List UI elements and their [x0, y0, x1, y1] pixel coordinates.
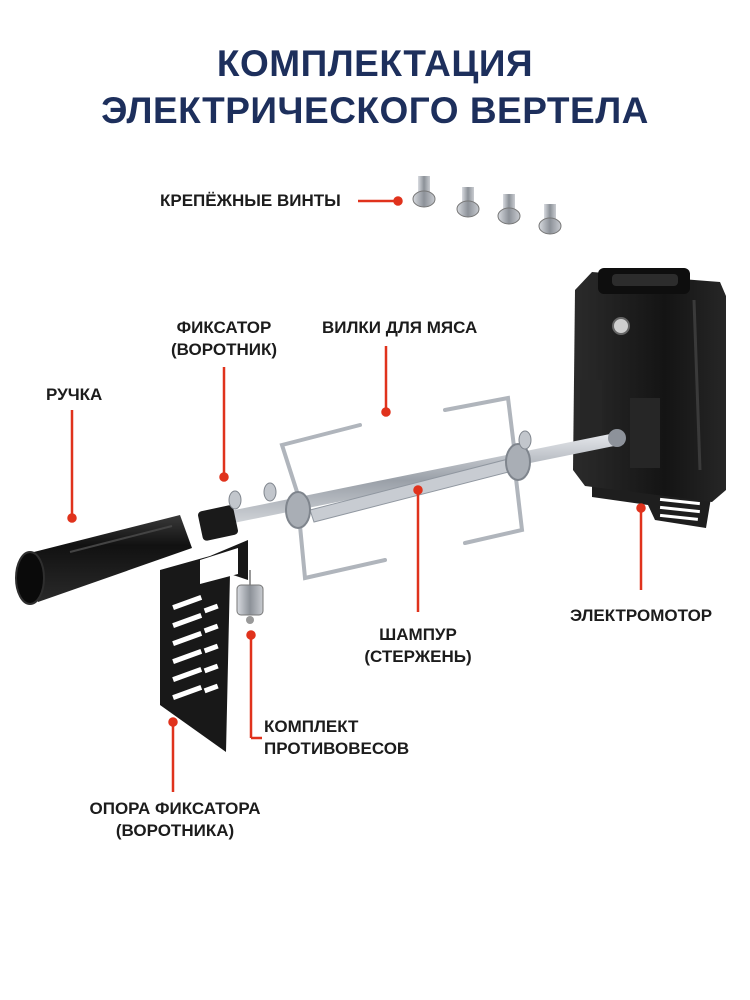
- meat-fork-left: [279, 423, 387, 581]
- label-collar-support-line-2: (ВОРОТНИКА): [115, 821, 235, 840]
- label-counterweights-line-1: КОМПЛЕКТ: [264, 717, 359, 736]
- electric-motor: [573, 268, 726, 502]
- screw-1: [412, 176, 436, 208]
- label-handle: РУЧКА: [46, 385, 103, 404]
- page-title-line-1: КОМПЛЕКТАЦИЯ: [216, 43, 534, 84]
- label-collar-support-line-1: ОПОРА ФИКСАТОРА: [89, 799, 261, 818]
- screw-4: [538, 204, 562, 235]
- label-clamp-line-1: ФИКСАТОР: [176, 318, 272, 337]
- wing-nut-left: [263, 482, 277, 502]
- label-clamp-line-2: (ВОРОТНИК): [171, 340, 277, 359]
- label-counterweights: КОМПЛЕКТ ПРОТИВОВЕСОВ: [264, 716, 409, 760]
- label-spit-line-1: ШАМПУР: [379, 625, 457, 644]
- label-clamp: ФИКСАТОР (ВОРОТНИК): [157, 317, 291, 361]
- collar-clamp: [198, 490, 242, 541]
- screw-2: [456, 187, 480, 218]
- screw-3: [497, 194, 521, 225]
- meat-fork-right: [443, 395, 531, 545]
- page-title-line-2: ЭЛЕКТРИЧЕСКОГО ВЕРТЕЛА: [101, 90, 649, 131]
- label-motor: ЭЛЕКТРОМОТОР: [570, 606, 713, 625]
- counterweight: [236, 570, 264, 624]
- label-spit: ШАМПУР (СТЕРЖЕНЬ): [358, 624, 478, 668]
- pointer-lines: [67, 196, 646, 792]
- label-collar-support: ОПОРА ФИКСАТОРА (ВОРОТНИКА): [82, 798, 268, 842]
- spit-rod: [200, 429, 626, 529]
- label-screws: КРЕПЁЖНЫЕ ВИНТЫ: [160, 191, 341, 210]
- handle: [15, 515, 192, 605]
- collar-support-bracket: [160, 540, 248, 752]
- label-counterweights-line-2: ПРОТИВОВЕСОВ: [264, 739, 410, 758]
- label-spit-line-2: (СТЕРЖЕНЬ): [364, 647, 472, 666]
- wing-nut-right: [518, 430, 532, 450]
- label-forks: ВИЛКИ ДЛЯ МЯСА: [322, 318, 478, 337]
